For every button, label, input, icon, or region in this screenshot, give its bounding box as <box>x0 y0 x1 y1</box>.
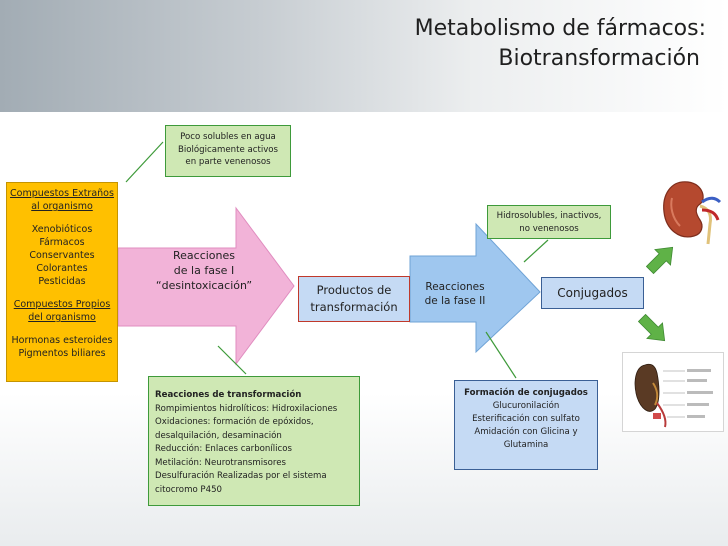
fase1-line-0: Reacciones <box>172 249 235 262</box>
fase2-line-0: Reacciones <box>425 281 485 293</box>
kidney-icon <box>663 181 722 245</box>
formacion-line-0: Glucuronilación <box>492 401 560 411</box>
reacciones-line-1: Oxidaciones: formación de epóxidos, <box>155 417 314 427</box>
callout-line-poco <box>125 141 164 183</box>
list1-item-1: Fármacos <box>39 237 85 248</box>
liver-icon <box>622 352 724 432</box>
header-band <box>0 0 728 112</box>
reacciones-line-0: Rompimientos hidrolíticos: Hidroxilacion… <box>155 403 338 414</box>
poco-line-2: en parte venenosos <box>185 157 271 167</box>
callout-line-reacciones <box>217 345 247 375</box>
fase1-line-1: de la fase I <box>173 264 235 277</box>
reacciones-line-4: Metilación: Neurotransmisores <box>155 457 287 468</box>
compuestos-box: Compuestos Extraños al organismo Xenobió… <box>6 182 118 382</box>
fase2-arrow-shape <box>409 222 541 354</box>
title-line-2: Biotransformación <box>498 46 700 71</box>
poco-line-1: Biológicamente activos <box>177 144 279 155</box>
productos-line-1: transformación <box>310 300 398 314</box>
poco-solubles-note: Poco solubles en agua Biológicamente act… <box>165 125 291 177</box>
fase1-line-2: “desintoxicación” <box>155 279 253 292</box>
callout-line-formacion <box>485 331 517 379</box>
reacciones-line-2: desalquilación, desaminación <box>155 430 282 441</box>
reacciones-transformacion-box: Reacciones de transformación Rompimiento… <box>148 376 360 506</box>
list1-item-4: Pesticidas <box>38 276 86 287</box>
arrow-to-liver <box>637 313 666 342</box>
fase2-line-1: de la fase II <box>424 295 486 307</box>
formacion-line-3: Glutamina <box>503 440 549 450</box>
hidro-line-1: no venenosos <box>519 223 579 234</box>
formacion-line-2: Amidación con Glicina y <box>474 427 578 437</box>
title-line-1: Metabolismo de fármacos: <box>414 16 706 41</box>
list1-item-3: Colorantes <box>36 263 88 274</box>
fase1-arrow-shape <box>117 206 295 366</box>
conjugados-box: Conjugados <box>541 277 644 309</box>
reacciones-line-5: Desulfuración Realizadas por el sistema <box>155 471 327 481</box>
formacion-line-1: Esterificación con sulfato <box>472 414 580 424</box>
arrow-to-kidney <box>645 246 674 275</box>
list2-item-1: Pigmentos biliares <box>18 348 106 359</box>
list1-item-2: Conservantes <box>29 250 95 261</box>
slide-title: Metabolismo de fármacos: Biotransformaci… <box>286 14 706 74</box>
productos-line-0: Productos de <box>316 283 392 297</box>
reacciones-heading: Reacciones de transformación <box>155 390 302 400</box>
compuestos-propios-heading: Compuestos Propios del organismo <box>13 299 111 323</box>
callout-line-hidro <box>523 239 549 263</box>
reacciones-line-3: Reducción: Enlaces carbonílicos <box>155 444 293 454</box>
formacion-heading: Formación de conjugados <box>464 388 588 398</box>
reacciones-line-6: citocromo P450 <box>155 484 223 495</box>
productos-box: Productos de transformación <box>298 276 410 322</box>
fase1-label: Reacciones de la fase I “desintoxicación… <box>150 248 258 293</box>
conjugados-label: Conjugados <box>557 286 628 300</box>
formacion-conjugados-box: Formación de conjugados Glucuronilación … <box>454 380 598 470</box>
list2-item-0: Hormonas esteroides <box>11 335 113 346</box>
fase2-label: Reacciones de la fase II <box>412 280 498 308</box>
compuestos-extranos-heading: Compuestos Extraños al organismo <box>10 188 114 212</box>
list1-item-0: Xenobióticos <box>31 224 93 235</box>
hidro-line-0: Hidrosolubles, inactivos, <box>496 211 602 221</box>
poco-line-0: Poco solubles en agua <box>180 132 276 142</box>
hidrosolubles-note: Hidrosolubles, inactivos, no venenosos <box>487 205 611 239</box>
